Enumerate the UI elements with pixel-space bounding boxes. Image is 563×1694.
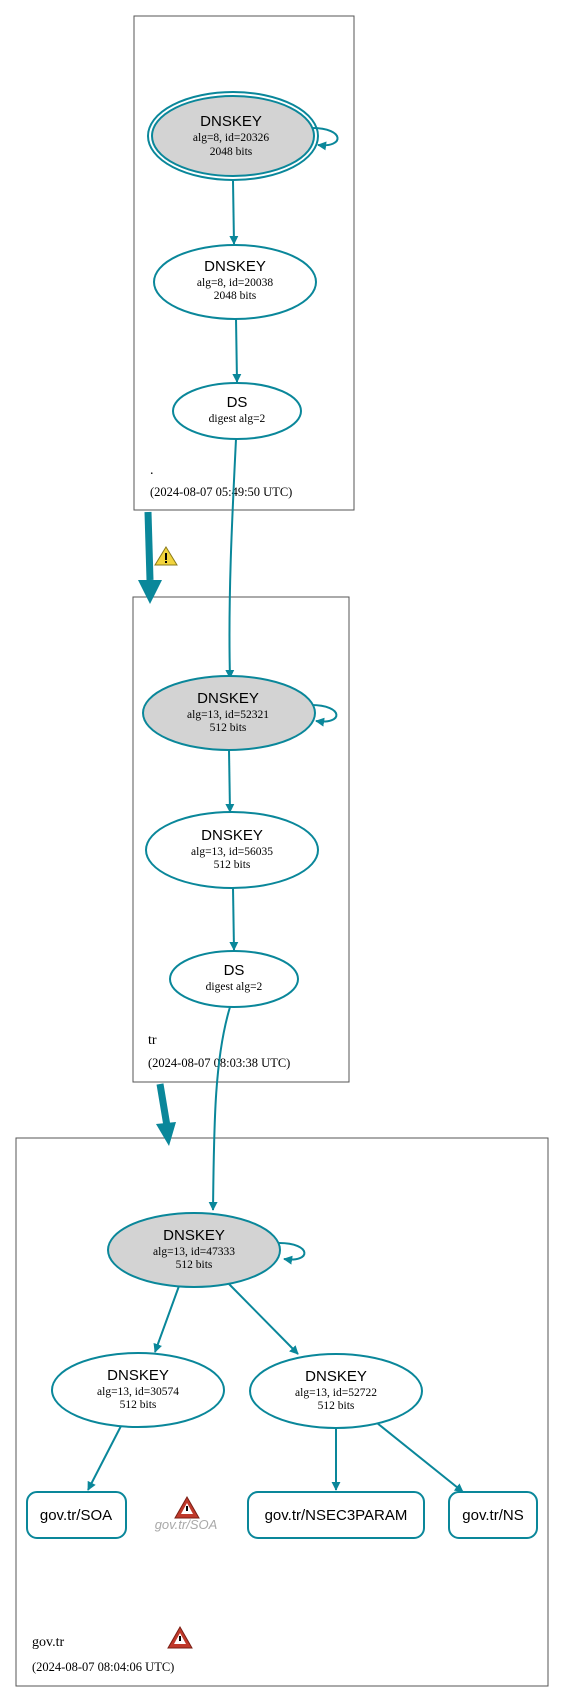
node-tr-ksk-size: 512 bits bbox=[210, 722, 247, 734]
node-root-ds-title: DS bbox=[227, 394, 248, 411]
node-gov-zsk2-detail: alg=13, id=52722 bbox=[295, 1387, 377, 1399]
node-gov-ksk-title: DNSKEY bbox=[163, 1227, 225, 1244]
edge-root-ksk-to-zsk bbox=[229, 180, 239, 245]
zone-tr-box bbox=[132, 596, 350, 1083]
edge-root-zsk-to-ds bbox=[232, 317, 242, 383]
rrset-ns-label: gov.tr/NS bbox=[462, 1507, 523, 1524]
node-gov-zsk1-detail: alg=13, id=30574 bbox=[97, 1386, 179, 1398]
edge-gov-ksk-self bbox=[278, 1242, 306, 1265]
node-root-ksk-title: DNSKEY bbox=[200, 113, 262, 130]
node-tr-zsk-size: 512 bits bbox=[214, 859, 251, 871]
node-gov-ksk[interactable]: DNSKEY alg=13, id=47333 512 bits bbox=[107, 1212, 281, 1288]
edge-tr-ds-to-gov-ksk bbox=[208, 1006, 231, 1211]
warning-icon bbox=[154, 546, 178, 566]
rrset-soa-label: gov.tr/SOA bbox=[40, 1507, 112, 1524]
node-tr-ds-title: DS bbox=[224, 962, 245, 979]
rrset-ns[interactable]: gov.tr/NS bbox=[448, 1491, 538, 1539]
node-gov-zsk2-title: DNSKEY bbox=[305, 1368, 367, 1385]
node-root-zsk-title: DNSKEY bbox=[204, 258, 266, 275]
zone-root-box bbox=[133, 15, 355, 511]
node-root-zsk-detail: alg=8, id=20038 bbox=[197, 277, 273, 289]
node-gov-ksk-detail: alg=13, id=47333 bbox=[153, 1246, 235, 1258]
error-icon bbox=[174, 1495, 200, 1519]
edge-tr-ksk-to-zsk bbox=[225, 749, 235, 813]
edge-root-ds-to-tr-ksk bbox=[225, 438, 237, 679]
node-tr-ksk-title: DNSKEY bbox=[197, 690, 259, 707]
node-tr-zsk[interactable]: DNSKEY alg=13, id=56035 512 bits bbox=[145, 811, 319, 889]
ghost-soa-label: gov.tr/SOA bbox=[155, 1517, 218, 1532]
node-tr-ksk[interactable]: DNSKEY alg=13, id=52321 512 bits bbox=[142, 675, 316, 751]
zone-root: . (2024-08-07 05:49:50 UTC) bbox=[133, 15, 355, 511]
delegation-root-to-tr bbox=[138, 511, 162, 604]
zone-tr-name: tr bbox=[148, 1033, 157, 1048]
edges bbox=[87, 127, 464, 1493]
zone-gov-tr-box bbox=[15, 1137, 549, 1687]
edge-root-ksk-self bbox=[311, 127, 339, 151]
delegation-tr-to-gov-tr bbox=[156, 1083, 176, 1146]
soa-error-marker[interactable]: gov.tr/SOA bbox=[155, 1495, 218, 1532]
rrset-nsec3param[interactable]: gov.tr/NSEC3PARAM bbox=[247, 1491, 425, 1539]
zone-gov-tr: gov.tr (2024-08-07 08:04:06 UTC) bbox=[15, 1137, 549, 1687]
node-gov-zsk2[interactable]: DNSKEY alg=13, id=52722 512 bits bbox=[249, 1353, 423, 1429]
edge-tr-zsk-to-ds bbox=[229, 887, 239, 951]
rrset-nsec3param-label: gov.tr/NSEC3PARAM bbox=[265, 1507, 408, 1524]
edge-tr-ksk-self bbox=[310, 704, 338, 727]
node-gov-zsk1-title: DNSKEY bbox=[107, 1367, 169, 1384]
node-gov-zsk2-size: 512 bits bbox=[318, 1400, 355, 1412]
node-gov-ksk-size: 512 bits bbox=[176, 1259, 213, 1271]
edge-zsk1-to-soa bbox=[87, 1425, 122, 1491]
node-root-ksk-size: 2048 bits bbox=[210, 146, 253, 158]
node-root-ksk-detail: alg=8, id=20326 bbox=[193, 132, 269, 144]
node-tr-ds-detail: digest alg=2 bbox=[206, 981, 263, 993]
node-gov-zsk1[interactable]: DNSKEY alg=13, id=30574 512 bits bbox=[51, 1352, 225, 1428]
edge-gov-ksk-to-zsk1 bbox=[153, 1285, 180, 1353]
node-root-ds-detail: digest alg=2 bbox=[209, 413, 266, 425]
node-tr-zsk-detail: alg=13, id=56035 bbox=[191, 846, 273, 858]
node-root-zsk-size: 2048 bits bbox=[214, 290, 257, 302]
zone-gov-tr-name: gov.tr bbox=[32, 1635, 64, 1650]
node-tr-zsk-title: DNSKEY bbox=[201, 827, 263, 844]
node-gov-zsk1-size: 512 bits bbox=[120, 1399, 157, 1411]
node-root-ds[interactable]: DS digest alg=2 bbox=[172, 382, 302, 440]
zone-root-timestamp: (2024-08-07 05:49:50 UTC) bbox=[150, 485, 292, 499]
node-root-zsk[interactable]: DNSKEY alg=8, id=20038 2048 bits bbox=[153, 244, 317, 320]
node-root-ksk[interactable]: DNSKEY alg=8, id=20326 2048 bits bbox=[147, 91, 319, 181]
zone-root-name: . bbox=[150, 463, 154, 478]
node-tr-ds[interactable]: DS digest alg=2 bbox=[169, 950, 299, 1008]
zone-gov-tr-timestamp: (2024-08-07 08:04:06 UTC) bbox=[32, 1660, 174, 1674]
node-tr-ksk-detail: alg=13, id=52321 bbox=[187, 709, 269, 721]
zone-error-icon bbox=[167, 1625, 193, 1649]
edge-zsk2-to-ns bbox=[376, 1422, 464, 1493]
rrset-soa[interactable]: gov.tr/SOA bbox=[26, 1491, 127, 1539]
edge-gov-ksk-to-zsk2 bbox=[228, 1283, 299, 1355]
